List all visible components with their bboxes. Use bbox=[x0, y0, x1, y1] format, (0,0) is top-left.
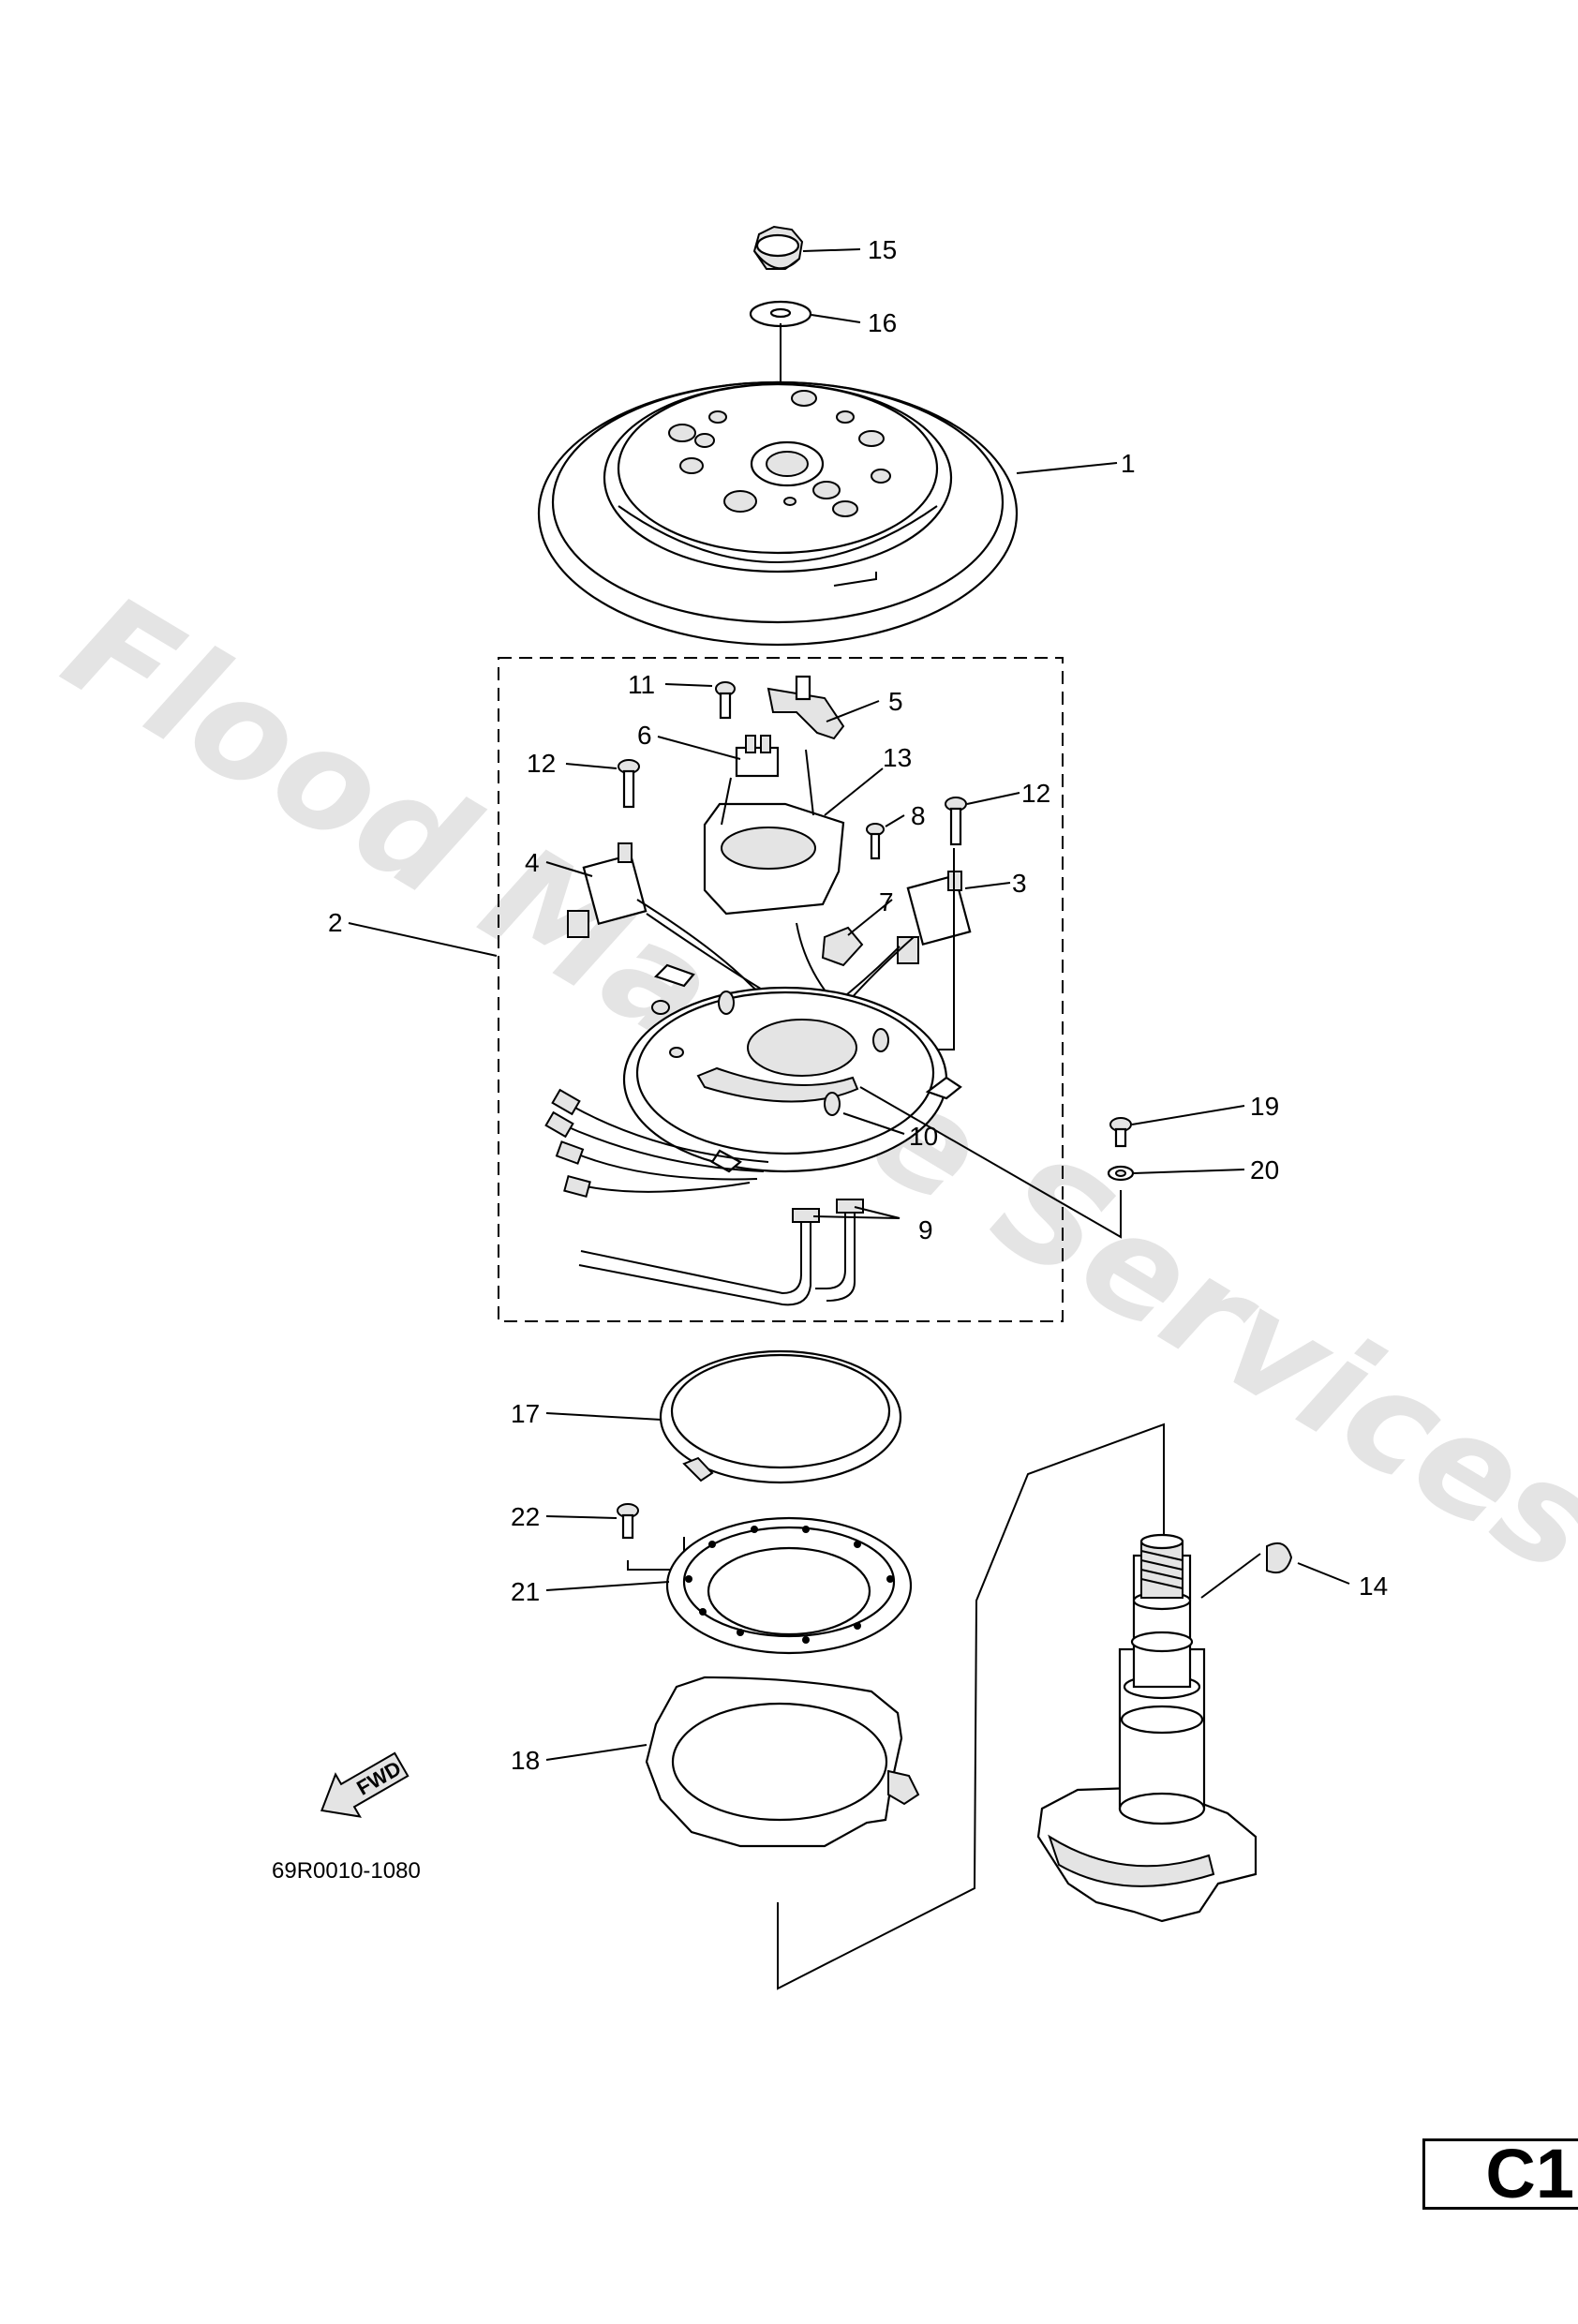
callout-14: 14 bbox=[1359, 1572, 1388, 1601]
screw bbox=[1109, 1117, 1132, 1148]
callout-19: 19 bbox=[1250, 1092, 1279, 1121]
wire-clamp bbox=[821, 926, 864, 967]
callout-15: 15 bbox=[868, 235, 897, 264]
callout-7: 7 bbox=[879, 887, 894, 916]
connector bbox=[897, 871, 972, 964]
callout-18: 18 bbox=[511, 1746, 540, 1775]
washer bbox=[1107, 1165, 1135, 1182]
spacer-ring bbox=[659, 1349, 902, 1484]
crankshaft bbox=[1036, 1533, 1258, 1923]
screw bbox=[866, 823, 885, 860]
screw bbox=[617, 1503, 639, 1540]
callout-17: 17 bbox=[511, 1399, 540, 1428]
callout-3: 3 bbox=[1012, 869, 1027, 898]
base-plate bbox=[665, 1516, 913, 1655]
leader-lines bbox=[348, 248, 1350, 1761]
flywheel bbox=[537, 380, 1019, 647]
charge-coil bbox=[703, 749, 845, 916]
screw bbox=[618, 759, 640, 809]
callout-8: 8 bbox=[911, 801, 926, 830]
washer bbox=[749, 300, 812, 328]
callout-9: 9 bbox=[918, 1215, 933, 1244]
callout-10: 10 bbox=[909, 1122, 938, 1151]
callout-labels: 15 16 1 11 5 6 13 12 12 8 3 4 7 2 19 20 … bbox=[328, 235, 1388, 1775]
stator-assembly-box bbox=[498, 657, 1064, 1322]
drawing-code: 69R0010-1080 bbox=[272, 1858, 421, 1884]
lead-wires bbox=[544, 1088, 864, 1306]
connector bbox=[567, 842, 648, 938]
callout-16: 16 bbox=[868, 308, 897, 337]
callout-2: 2 bbox=[328, 908, 343, 937]
flywheel-nut bbox=[752, 225, 804, 270]
page-label: C1 bbox=[1422, 2138, 1578, 2210]
gasket bbox=[645, 1676, 920, 1848]
callout-11: 11 bbox=[628, 670, 655, 699]
callout-22: 22 bbox=[511, 1502, 540, 1531]
callout-4: 4 bbox=[525, 848, 540, 877]
callout-5: 5 bbox=[888, 687, 903, 716]
callout-1: 1 bbox=[1121, 449, 1136, 478]
callout-6: 6 bbox=[637, 721, 652, 750]
callout-13: 13 bbox=[883, 743, 912, 772]
stator-base bbox=[622, 963, 962, 1173]
callout-21: 21 bbox=[511, 1577, 540, 1606]
pulser-coil bbox=[735, 735, 780, 778]
callout-20: 20 bbox=[1250, 1155, 1279, 1184]
screw bbox=[715, 681, 736, 720]
trigger-bracket bbox=[767, 675, 845, 740]
fwd-arrow-icon: FWD bbox=[320, 1751, 409, 1818]
screw bbox=[945, 797, 967, 846]
callout-12: 12 bbox=[527, 749, 556, 778]
callout-12: 12 bbox=[1021, 779, 1050, 808]
woodruff-key bbox=[1266, 1542, 1293, 1574]
